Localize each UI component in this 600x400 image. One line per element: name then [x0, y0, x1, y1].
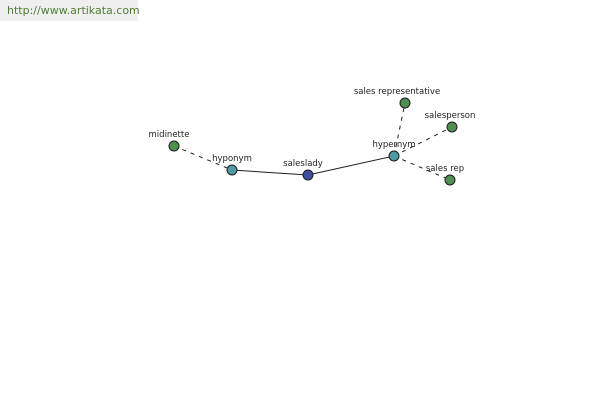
edge-saleslady-hypernym — [307, 155, 395, 176]
edge-hyponym-saleslady — [231, 169, 309, 176]
edge-hypernym-sales-rep — [393, 155, 451, 181]
node-label-hypernym: hypernym — [372, 140, 415, 150]
node-hyponym[interactable] — [226, 164, 238, 176]
node-sales-representative[interactable] — [399, 97, 411, 109]
node-label-sales-representative: sales representative — [354, 87, 440, 97]
graph-edges — [173, 102, 453, 181]
node-label-sales-rep: sales rep — [426, 164, 464, 174]
node-midinette[interactable] — [168, 140, 180, 152]
watermark-url[interactable]: http://www.artikata.com — [0, 0, 140, 21]
node-saleslady[interactable] — [302, 169, 314, 181]
node-sales-rep[interactable] — [444, 174, 456, 186]
node-salesperson[interactable] — [446, 121, 458, 133]
node-label-salesperson: salesperson — [425, 111, 476, 121]
graph-labels: saleslady hyponym hypernym midinette sales r… — [149, 87, 476, 174]
edge-hypernym-salesperson — [393, 126, 453, 157]
edge-midinette-hyponym — [173, 145, 233, 171]
node-label-hyponym: hyponym — [212, 154, 252, 164]
edge-hypernym-sales-representative — [393, 102, 406, 157]
graph-nodes — [168, 97, 458, 186]
node-label-midinette: midinette — [149, 130, 190, 140]
node-hypernym[interactable] — [388, 150, 400, 162]
node-label-saleslady: saleslady — [283, 159, 323, 169]
